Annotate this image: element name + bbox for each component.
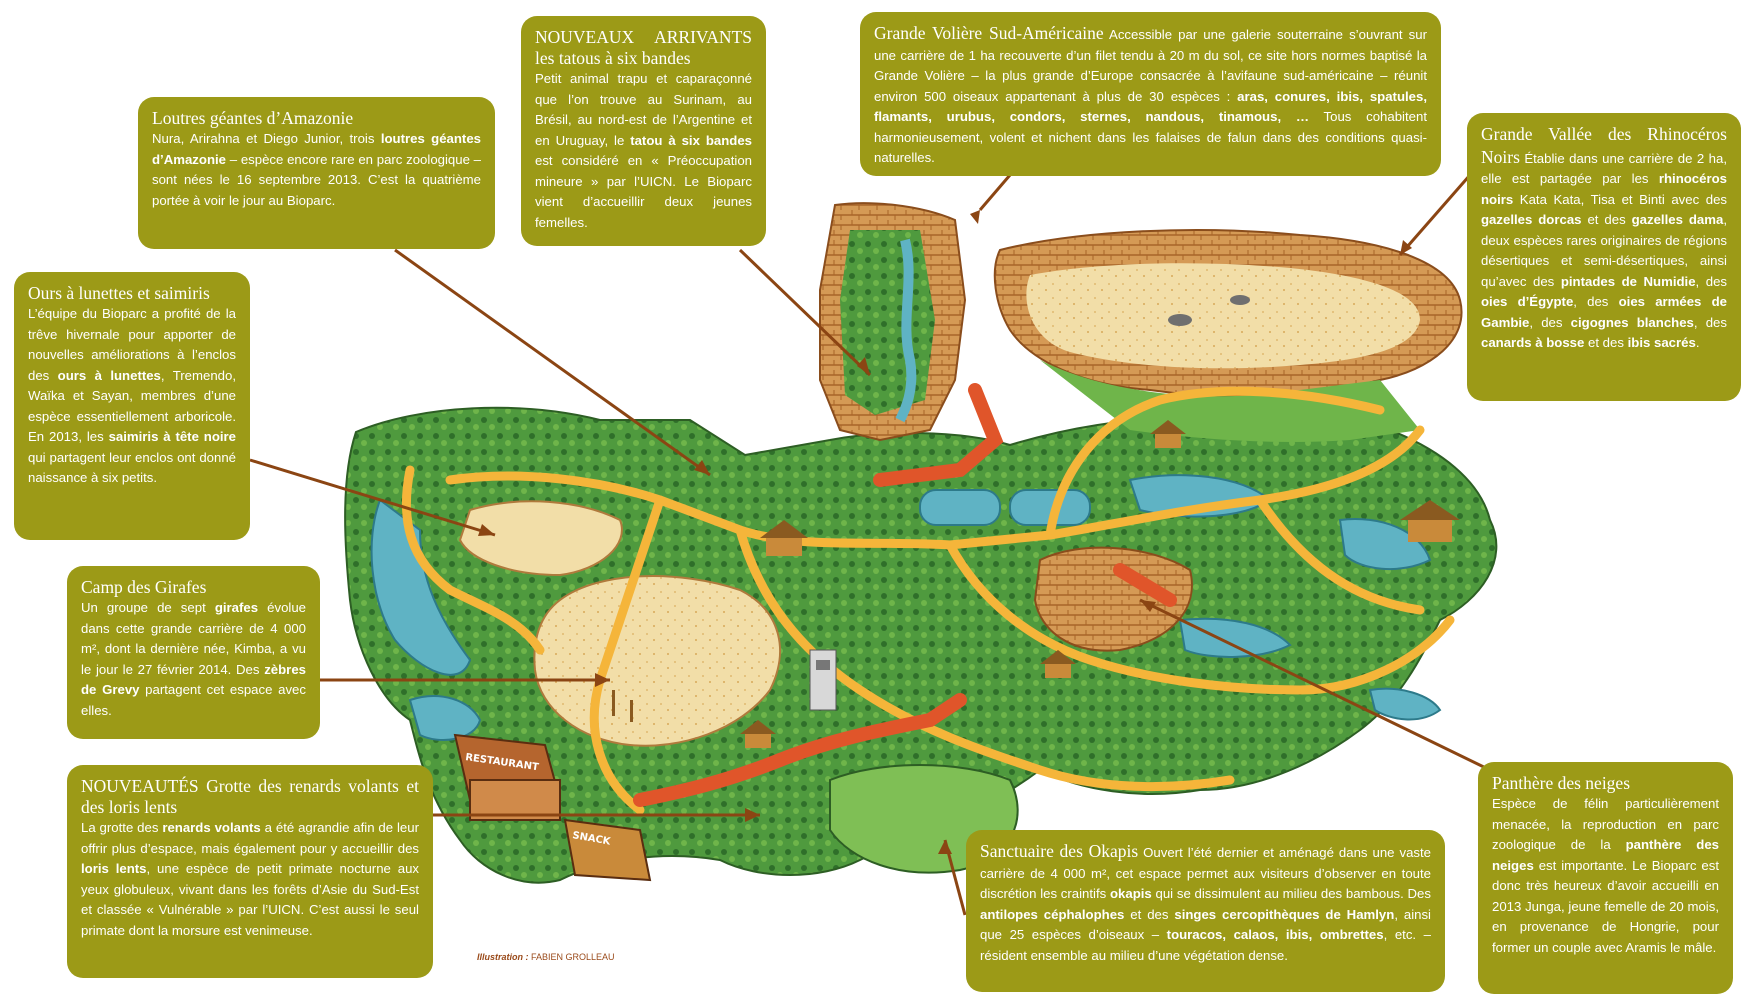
highlighted-species: zèbres de Grevy: [81, 661, 306, 698]
rhino-valley-drawing: [993, 229, 1463, 442]
callout-snow-leopard-body: Espèce de félin particulièrement menacée…: [1492, 796, 1719, 955]
highlighted-species: oies d’Égypte: [1481, 294, 1574, 309]
highlighted-species: gazelles dorcas: [1481, 212, 1582, 227]
aviary-drawing: [819, 202, 967, 442]
leader-arrowheads: [478, 210, 1412, 854]
highlighted-species: antilopes céphalophes: [980, 906, 1125, 922]
highlighted-species: loutres géantes d’Amazonie: [152, 131, 481, 167]
callout-otters: Loutres géantes d’Amazonie Nura, Arirahn…: [138, 97, 495, 249]
callout-snow-leopard-title: Panthère des neiges: [1492, 773, 1631, 793]
credit-name: FABIEN GROLLEAU: [531, 952, 615, 962]
highlighted-species: canards à bosse: [1481, 335, 1585, 350]
leader-lines: [249, 174, 1491, 916]
callout-giraffes-body: Un groupe de sept girafes évolue dans ce…: [81, 600, 306, 718]
highlighted-species: tatou à six bandes: [630, 132, 752, 148]
snack-building: [563, 818, 652, 882]
callout-armadillos-body: Petit animal trapu et caparaçonné que l’…: [535, 71, 752, 230]
callout-okapis: Sanctuaire des Okapis Ouvert l’été derni…: [966, 830, 1445, 992]
callout-grotto-body: La grotte des renards volants a été agra…: [81, 820, 419, 938]
huts: [740, 420, 1460, 748]
highlighted-species: okapis: [1109, 886, 1152, 901]
callout-armadillos: NOUVEAUX ARRIVANTS les tatous à six band…: [521, 16, 766, 246]
highlighted-species: pintades de Numidie: [1560, 273, 1696, 289]
highlighted-species: singes cercopithèques de Hamlyn: [1174, 906, 1395, 922]
highlighted-species: renards volants: [162, 820, 261, 835]
highlighted-species: aras, conures, ibis, spatules, flamants,…: [874, 88, 1427, 125]
callout-armadillos-title: NOUVEAUX ARRIVANTS les tatous à six band…: [535, 27, 752, 68]
callout-bears: Ours à lunettes et saimiris L’équipe du …: [14, 272, 250, 540]
main-alleys: [633, 383, 1177, 807]
callout-otters-body: Nura, Arirahna et Diego Junior, trois lo…: [152, 131, 481, 208]
highlighted-species: panthère des neiges: [1492, 837, 1719, 873]
highlighted-species: ibis sacrés: [1627, 335, 1696, 350]
callout-aviary: Grande Volière Sud-Américaine Accessible…: [860, 12, 1441, 176]
callout-bears-body: L’équipe du Bioparc a profité de la trêv…: [28, 306, 237, 485]
callout-otters-title: Loutres géantes d’Amazonie: [152, 108, 354, 128]
highlighted-species: saimiris à tête noire: [108, 429, 237, 444]
callout-rhinos-body: Établie dans une carrière de 2 ha, elle …: [1481, 150, 1728, 351]
callout-snow-leopard: Panthère des neiges Espèce de félin part…: [1478, 762, 1733, 994]
callout-grotto: NOUVEAUTÉS Grotte des renards volants et…: [67, 765, 433, 978]
highlighted-species: loris lents: [81, 861, 147, 876]
highlighted-species: girafes: [214, 600, 259, 615]
highlighted-species: cigognes blanches: [1570, 314, 1694, 330]
callout-giraffes: Camp des Girafes Un groupe de sept giraf…: [67, 566, 320, 739]
highlighted-species: rhinocéros noirs: [1481, 171, 1727, 207]
highlighted-species: oies armées de Gambie: [1481, 294, 1727, 330]
highlighted-species: ours à lunettes: [57, 367, 161, 383]
callout-giraffes-title: Camp des Girafes: [81, 577, 207, 597]
illustration-credit: Illustration : FABIEN GROLLEAU: [477, 952, 615, 962]
callout-rhinos: Grande Vallée des Rhinocéros Noirs Établ…: [1467, 113, 1741, 401]
callout-bears-title: Ours à lunettes et saimiris: [28, 283, 210, 303]
credit-label: Illustration :: [477, 952, 529, 962]
callout-aviary-body: Accessible par une galerie souterraine s…: [874, 27, 1427, 165]
callout-grotto-title: NOUVEAUTÉS Grotte des renards volants et…: [81, 776, 419, 817]
highlighted-species: gazelles dama: [1631, 212, 1724, 227]
callout-aviary-title: Grande Volière Sud-Américaine: [874, 23, 1104, 43]
highlighted-species: touracos, calaos, ibis, ombrettes: [1166, 927, 1384, 942]
callout-rhinos-title: Grande Vallée des Rhinocéros Noirs: [1481, 124, 1727, 167]
restaurant-building: [453, 733, 562, 821]
park-ground: [344, 404, 1498, 884]
callout-okapis-body: Ouvert l’été dernier et aménagé dans une…: [980, 845, 1431, 963]
callout-okapis-title: Sanctuaire des Okapis: [980, 841, 1139, 861]
